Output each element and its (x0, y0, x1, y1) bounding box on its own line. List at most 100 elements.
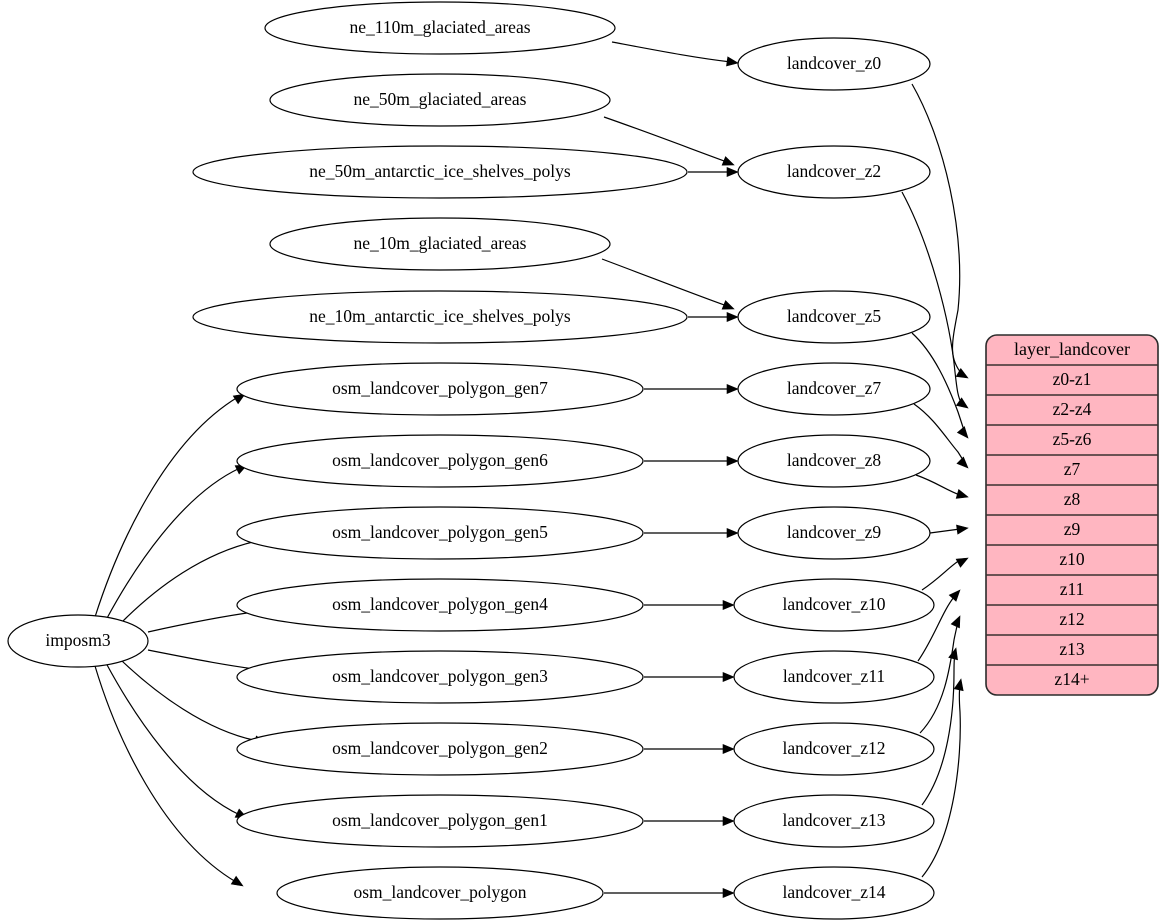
edge-osm_landcover_polygon_gen5-to-landcover_z9 (644, 527, 739, 539)
node-landcover_z5[interactable]: landcover_z5 (737, 290, 931, 344)
table-row-label: z10 (1059, 549, 1085, 569)
edge-landcover_z7-to-row_z7 (913, 403, 969, 469)
table-row-z12[interactable]: z12 (1059, 609, 1084, 629)
table-row-z5-z6[interactable]: z5-z6 (1053, 429, 1092, 449)
arrow-head-icon (950, 615, 961, 629)
node-shape (733, 794, 935, 848)
arrow-head-icon (726, 166, 739, 178)
node-osm_landcover_polygon_gen3[interactable]: osm_landcover_polygon_gen3 (236, 650, 644, 704)
node-osm_landcover_polygon_gen4[interactable]: osm_landcover_polygon_gen4 (236, 578, 644, 632)
node-osm_landcover_polygon[interactable]: osm_landcover_polygon (276, 866, 604, 920)
node-shape (236, 650, 644, 704)
table-row-z14-[interactable]: z14+ (1054, 669, 1089, 689)
node-landcover_z11[interactable]: landcover_z11 (733, 650, 935, 704)
node-label: ne_50m_antarctic_ice_shelves_polys (309, 161, 571, 181)
node-landcover_z8[interactable]: landcover_z8 (737, 434, 931, 488)
node-landcover_z0[interactable]: landcover_z0 (737, 37, 931, 91)
node-osm_landcover_polygon_gen1[interactable]: osm_landcover_polygon_gen1 (236, 794, 644, 848)
arrow-head-icon (956, 524, 969, 535)
table-row-z9[interactable]: z9 (1064, 519, 1081, 539)
node-shape (737, 37, 931, 91)
node-label: osm_landcover_polygon_gen4 (332, 594, 548, 614)
node-label: ne_10m_antarctic_ice_shelves_polys (309, 306, 571, 326)
arrow-head-icon (956, 426, 969, 439)
edge-osm_landcover_polygon-to-landcover_z14 (604, 887, 735, 899)
arrow-head-icon (956, 456, 969, 469)
table-row-z2-z4[interactable]: z2-z4 (1053, 399, 1092, 419)
node-ne_10m_glaciated_areas[interactable]: ne_10m_glaciated_areas (269, 217, 611, 271)
node-landcover_z10[interactable]: landcover_z10 (733, 578, 935, 632)
table-header-label: layer_landcover (1014, 339, 1130, 359)
table-row-z7[interactable]: z7 (1064, 459, 1081, 479)
edge-landcover_z9-to-row_z9 (929, 524, 969, 535)
node-shape (269, 73, 611, 127)
node-osm_landcover_polygon_gen5[interactable]: osm_landcover_polygon_gen5 (236, 506, 644, 560)
edge-osm_landcover_polygon_gen7-to-landcover_z7 (644, 383, 739, 395)
node-osm_landcover_polygon_gen7[interactable]: osm_landcover_polygon_gen7 (236, 362, 644, 416)
arrow-head-icon (953, 678, 964, 692)
node-label: landcover_z11 (783, 666, 885, 686)
edge-imposm3-to-osm_landcover_polygon_gen1 (105, 662, 248, 819)
node-label: osm_landcover_polygon_gen5 (332, 522, 548, 542)
table-row-label: z13 (1059, 639, 1085, 659)
edge-osm_landcover_polygon_gen3-to-landcover_z11 (644, 671, 735, 683)
edge-ne_50m_antarctic_ice_shelves_polys-to-landcover_z2 (688, 166, 739, 178)
edge-osm_landcover_polygon_gen2-to-landcover_z12 (644, 743, 735, 755)
edge-landcover_z2-to-row_z2_z4 (901, 191, 969, 409)
table-row-label: z11 (1060, 579, 1085, 599)
table-row-z13[interactable]: z13 (1059, 639, 1085, 659)
edge-osm_landcover_polygon_gen1-to-landcover_z13 (644, 815, 735, 827)
node-shape (236, 722, 644, 776)
node-landcover_z13[interactable]: landcover_z13 (733, 794, 935, 848)
arrow-head-icon (232, 393, 246, 405)
arrow-head-icon (722, 599, 735, 611)
node-label: ne_10m_glaciated_areas (354, 233, 527, 253)
arrow-head-icon (955, 397, 969, 409)
node-shape (737, 434, 931, 488)
node-label: ne_50m_glaciated_areas (354, 89, 527, 109)
table-row-z10[interactable]: z10 (1059, 549, 1085, 569)
node-imposm3[interactable]: imposm3 (7, 614, 149, 668)
table-row-z0-z1[interactable]: z0-z1 (1053, 369, 1092, 389)
node-label: landcover_z0 (787, 53, 882, 73)
table-row-label: z12 (1059, 609, 1084, 629)
table-row-label: z0-z1 (1053, 369, 1092, 389)
node-shape (733, 866, 935, 920)
node-shape (733, 578, 935, 632)
node-ne_110m_glaciated_areas[interactable]: ne_110m_glaciated_areas (264, 1, 616, 55)
node-osm_landcover_polygon_gen2[interactable]: osm_landcover_polygon_gen2 (236, 722, 644, 776)
arrow-head-icon (726, 527, 739, 539)
layer-landcover-table[interactable]: layer_landcover z0-z1 z2-z4 z5-z6 z7 z8 z9 z10 z… (985, 334, 1159, 696)
node-landcover_z2[interactable]: landcover_z2 (737, 145, 931, 199)
edge-landcover_z5-to-row_z5_z6 (911, 332, 969, 439)
node-shape (264, 1, 616, 55)
node-landcover_z14[interactable]: landcover_z14 (733, 866, 935, 920)
node-label: landcover_z9 (787, 522, 882, 542)
arrow-head-icon (721, 300, 735, 310)
node-ne_10m_antarctic_ice_shelves_polys[interactable]: ne_10m_antarctic_ice_shelves_polys (192, 290, 688, 344)
edge-landcover_z8-to-row_z8 (915, 474, 969, 499)
table-row-z11[interactable]: z11 (1060, 579, 1085, 599)
node-osm_landcover_polygon_gen6[interactable]: osm_landcover_polygon_gen6 (236, 434, 644, 488)
node-ne_50m_antarctic_ice_shelves_polys[interactable]: ne_50m_antarctic_ice_shelves_polys (192, 145, 688, 199)
node-landcover_z9[interactable]: landcover_z9 (737, 506, 931, 560)
node-shape (192, 145, 688, 199)
edge-ne_50m_glaciated_areas-to-landcover_z2 (603, 116, 735, 166)
arrow-head-icon (726, 455, 739, 467)
node-ne_50m_glaciated_areas[interactable]: ne_50m_glaciated_areas (269, 73, 611, 127)
node-shape (236, 434, 644, 488)
node-label: osm_landcover_polygon_gen6 (332, 450, 548, 470)
node-label: osm_landcover_polygon_gen7 (332, 378, 548, 398)
node-label: landcover_z8 (787, 450, 882, 470)
node-landcover_z12[interactable]: landcover_z12 (733, 722, 935, 776)
node-shape (733, 650, 935, 704)
node-shape (276, 866, 604, 920)
node-label: landcover_z5 (787, 306, 882, 326)
arrow-head-icon (726, 383, 739, 395)
edge-imposm3-to-osm_landcover_polygon_gen6 (105, 464, 248, 621)
node-label: osm_landcover_polygon_gen3 (332, 666, 548, 686)
table-row-z8[interactable]: z8 (1064, 489, 1081, 509)
edge-ne_10m_glaciated_areas-to-landcover_z5 (601, 258, 735, 310)
arrow-head-icon (948, 647, 958, 661)
node-landcover_z7[interactable]: landcover_z7 (737, 362, 931, 416)
